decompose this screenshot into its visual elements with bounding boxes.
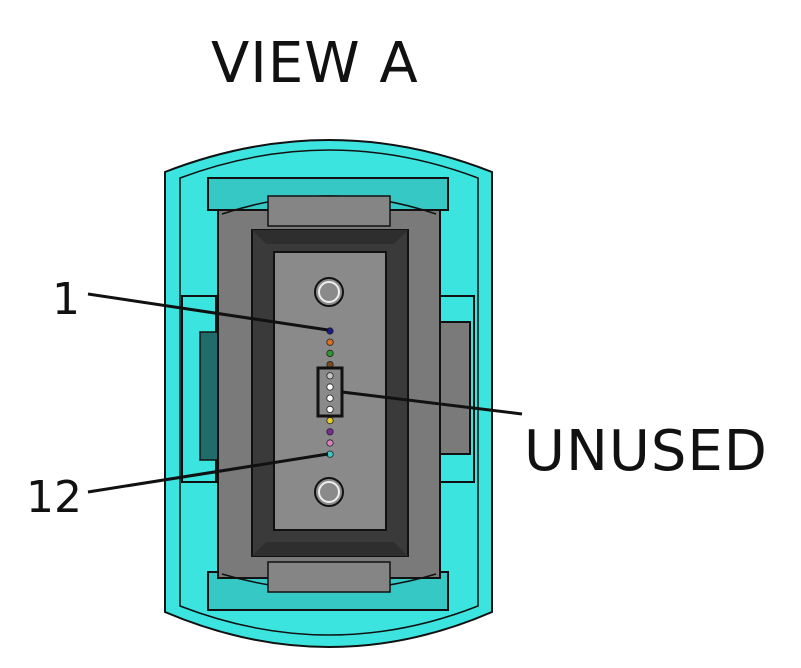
guide-hole-top-inner <box>318 281 340 303</box>
fiber-array <box>326 327 334 458</box>
fiber-7 <box>326 394 334 402</box>
fiber-8 <box>326 405 334 413</box>
fiber-5 <box>326 372 334 380</box>
fiber-12-label: 12 <box>26 472 82 523</box>
fiber-3 <box>326 349 334 357</box>
fiber-6 <box>326 383 334 391</box>
unused-label: UNUSED <box>524 419 768 484</box>
body-top-ledge <box>267 195 391 227</box>
fiber-11 <box>326 439 334 447</box>
housing-inner-edge <box>179 149 479 636</box>
view-title: VIEW A <box>211 31 419 96</box>
leader-line-12 <box>87 452 329 494</box>
fiber-1-label: 1 <box>52 274 80 325</box>
body-bottom-ledge <box>267 561 391 593</box>
fiber-9 <box>326 416 334 425</box>
fiber-2 <box>326 338 334 346</box>
fiber-10 <box>326 428 334 436</box>
guide-hole-bottom-inner <box>318 481 340 503</box>
leader-line-1 <box>87 292 329 332</box>
inner-frame-bevel <box>252 230 408 244</box>
leader-line-unused <box>341 390 523 416</box>
left-latch-bar <box>199 331 219 461</box>
inner-frame-bevel-bottom <box>252 542 408 556</box>
